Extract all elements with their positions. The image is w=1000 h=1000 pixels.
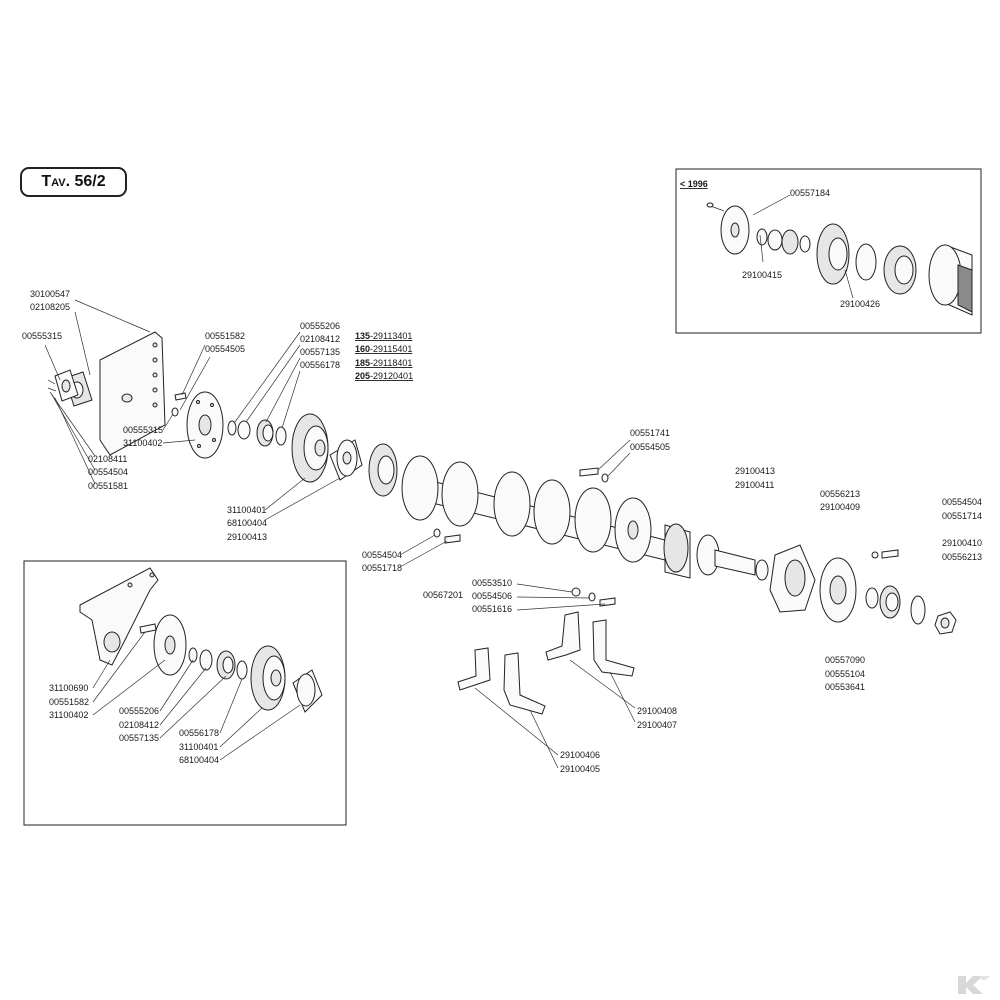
label-00551741: 00551741 xyxy=(630,428,670,438)
inset-bottom-parts xyxy=(79,567,323,713)
inset-version-label: < 1996 xyxy=(680,179,708,189)
label-00556178-bottom: 00556178 xyxy=(179,728,219,738)
label-29100426: 29100426 xyxy=(840,299,880,309)
label-00557135-bottom: 00557135 xyxy=(119,733,159,743)
shaft-size-list: 135-29113401 160-29115401 185-29118401 2… xyxy=(355,331,413,381)
label-00557135-top: 00557135 xyxy=(300,347,340,357)
label-31100402-top: 31100402 xyxy=(123,438,162,448)
label-00556213-right: 00556213 xyxy=(942,552,982,562)
shaft-size-row-135: 135-29113401 xyxy=(355,331,412,341)
label-02108412-top: 02108412 xyxy=(300,334,340,344)
label-00567201: 00567201 xyxy=(423,590,463,600)
label-00557090: 00557090 xyxy=(825,655,865,665)
label-29100405: 29100405 xyxy=(560,764,600,774)
label-31100401-top: 31100401 xyxy=(227,505,266,515)
label-02108411: 02108411 xyxy=(88,454,127,464)
label-68100404-top: 68100404 xyxy=(227,518,267,528)
label-29100407: 29100407 xyxy=(637,720,677,730)
label-00554506: 00554506 xyxy=(472,591,512,601)
label-00555315-mid: 00555315 xyxy=(123,425,163,435)
label-29100411: 29100411 xyxy=(735,480,774,490)
blades-lower-pair xyxy=(457,647,546,715)
label-29100409: 29100409 xyxy=(820,502,860,512)
blades-upper-pair xyxy=(545,611,635,677)
label-31100402-bottom: 31100402 xyxy=(49,710,88,720)
label-29100415: 29100415 xyxy=(742,270,782,280)
shaft-size-row-160: 160-29115401 xyxy=(355,344,412,354)
center-bolt-bottom xyxy=(399,528,461,568)
label-00554505-center: 00554505 xyxy=(630,442,670,452)
label-00551714: 00551714 xyxy=(942,511,982,521)
inset-frame-top xyxy=(675,168,982,334)
inset-frame-bottom xyxy=(23,560,347,826)
label-00554504-center: 00554504 xyxy=(362,550,402,560)
label-00551582-bottom: 00551582 xyxy=(49,697,89,707)
right-hub-assembly xyxy=(769,544,957,635)
label-00555206-bottom: 00555206 xyxy=(119,706,159,716)
label-00556213-top: 00556213 xyxy=(820,489,860,499)
rotor-shaft xyxy=(368,443,769,581)
label-00557184: 00557184 xyxy=(790,188,830,198)
label-02108205: 02108205 xyxy=(30,302,70,312)
label-00553641: 00553641 xyxy=(825,682,865,692)
label-00554504-right: 00554504 xyxy=(942,497,982,507)
label-00555206-top: 00555206 xyxy=(300,321,340,331)
shaft-size-row-185: 185-29118401 xyxy=(355,358,412,368)
label-00555315-left: 00555315 xyxy=(22,331,62,341)
label-00551581: 00551581 xyxy=(88,481,128,491)
label-00551616: 00551616 xyxy=(472,604,512,614)
label-31100690: 31100690 xyxy=(49,683,88,693)
center-bolt-top xyxy=(579,439,631,483)
label-68100404-bottom: 68100404 xyxy=(179,755,219,765)
label-29100408: 29100408 xyxy=(637,706,677,716)
shaft-size-row-205: 205-29120401 xyxy=(355,371,413,381)
label-29100413-left: 29100413 xyxy=(227,532,267,542)
flange-assembly-upper xyxy=(171,391,363,483)
label-29100410: 29100410 xyxy=(942,538,982,548)
label-00551718: 00551718 xyxy=(362,563,402,573)
label-00556178-top: 00556178 xyxy=(300,360,340,370)
label-02108412-bottom: 02108412 xyxy=(119,720,159,730)
label-00554504-left: 00554504 xyxy=(88,467,128,477)
blade-bolt-set xyxy=(516,583,616,611)
label-29100413-right: 29100413 xyxy=(735,466,775,476)
label-00553510: 00553510 xyxy=(472,578,512,588)
label-00551582-top: 00551582 xyxy=(205,331,245,341)
table-title-badge: Tav. 56/2 xyxy=(20,167,127,197)
label-31100401-bottom: 31100401 xyxy=(179,742,218,752)
label-29100406: 29100406 xyxy=(560,750,600,760)
inset-top-parts xyxy=(706,194,973,316)
label-00555104: 00555104 xyxy=(825,669,865,679)
label-30100547: 30100547 xyxy=(30,289,70,299)
kramp-logo xyxy=(958,976,990,994)
left-plate-assembly xyxy=(47,331,166,456)
label-00554505-top: 00554505 xyxy=(205,344,245,354)
